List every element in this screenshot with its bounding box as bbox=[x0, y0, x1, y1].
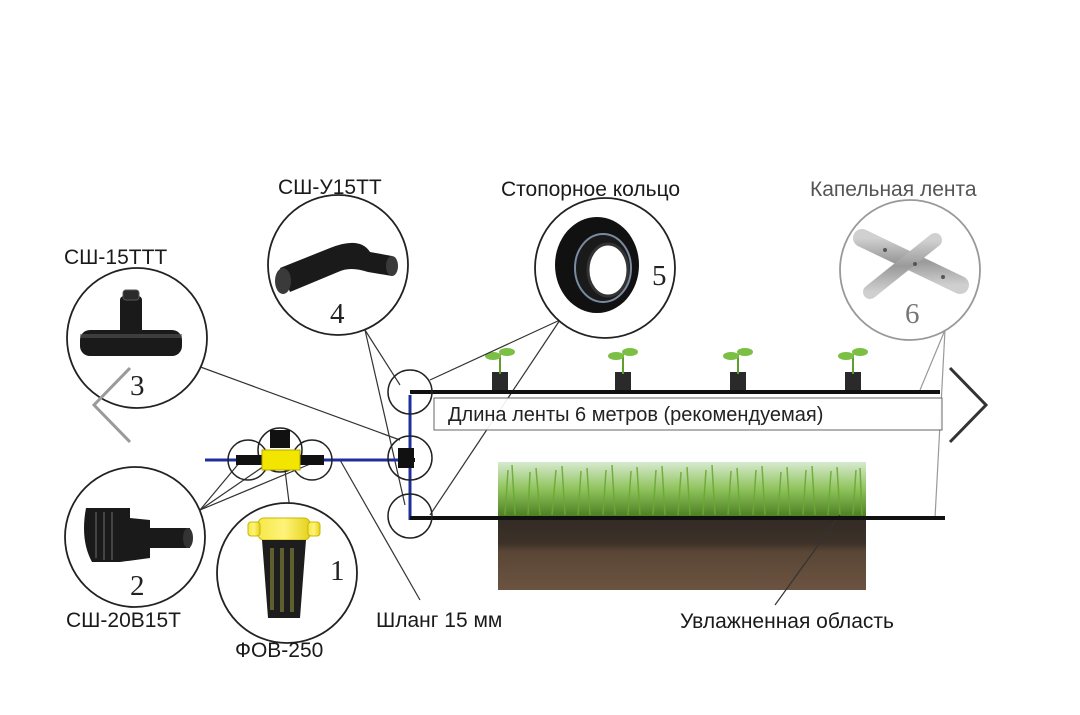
drip-tape-icon bbox=[853, 229, 969, 299]
tape-length-banner: Длина ленты 6 метров (рекомендуемая) bbox=[433, 397, 943, 431]
label-filter: ФОВ-250 bbox=[235, 639, 323, 662]
seedling bbox=[485, 348, 515, 390]
filter-icon bbox=[247, 517, 321, 618]
tee-fitting-icon bbox=[80, 289, 182, 356]
label-hose: Шланг 15 мм bbox=[376, 609, 502, 632]
label-ring: Стопорное кольцо bbox=[501, 178, 680, 201]
elbow-fitting-icon bbox=[275, 242, 398, 294]
callout-tape: 6 bbox=[839, 199, 981, 341]
label-elbow: СШ-У15ТТ bbox=[278, 176, 382, 199]
label-adapter: СШ-20В15Т bbox=[66, 609, 181, 632]
callout-ring: 5 bbox=[534, 197, 676, 339]
joint-circles bbox=[387, 369, 433, 539]
seedling bbox=[608, 348, 638, 390]
seedling bbox=[723, 348, 753, 390]
callout-filter: 1 bbox=[216, 502, 358, 644]
callout-number-tape: 6 bbox=[905, 298, 920, 330]
label-wet-area: Увлажненная область bbox=[680, 610, 894, 633]
callout-adapter: 2 bbox=[64, 466, 206, 608]
callout-number-tee: 3 bbox=[130, 370, 145, 402]
manifold-connector bbox=[398, 448, 414, 468]
callout-elbow: 4 bbox=[267, 194, 409, 336]
adapter-fitting-icon bbox=[84, 508, 193, 562]
callout-number-ring: 5 bbox=[652, 260, 667, 292]
leader-lines bbox=[194, 319, 841, 606]
callout-number-filter: 1 bbox=[330, 555, 345, 587]
seedlings bbox=[485, 348, 868, 390]
callout-tee: 3 bbox=[66, 267, 208, 409]
seedling bbox=[838, 348, 868, 390]
ring-icon bbox=[555, 217, 639, 313]
label-tape: Капельная лента bbox=[810, 178, 977, 201]
filter-assembly bbox=[227, 427, 333, 481]
soil-block bbox=[498, 462, 866, 590]
label-tee: СШ-15ТТТ bbox=[64, 246, 167, 269]
callout-number-adapter: 2 bbox=[130, 570, 145, 602]
callout-number-elbow: 4 bbox=[330, 298, 345, 330]
chevron-right-icon bbox=[948, 366, 989, 444]
chevron-left-icon bbox=[91, 366, 132, 444]
tape-length-label: Длина ленты 6 метров (рекомендуемая) bbox=[448, 404, 823, 426]
prev-slide-button[interactable] bbox=[82, 360, 142, 450]
next-slide-button[interactable] bbox=[940, 360, 1000, 450]
